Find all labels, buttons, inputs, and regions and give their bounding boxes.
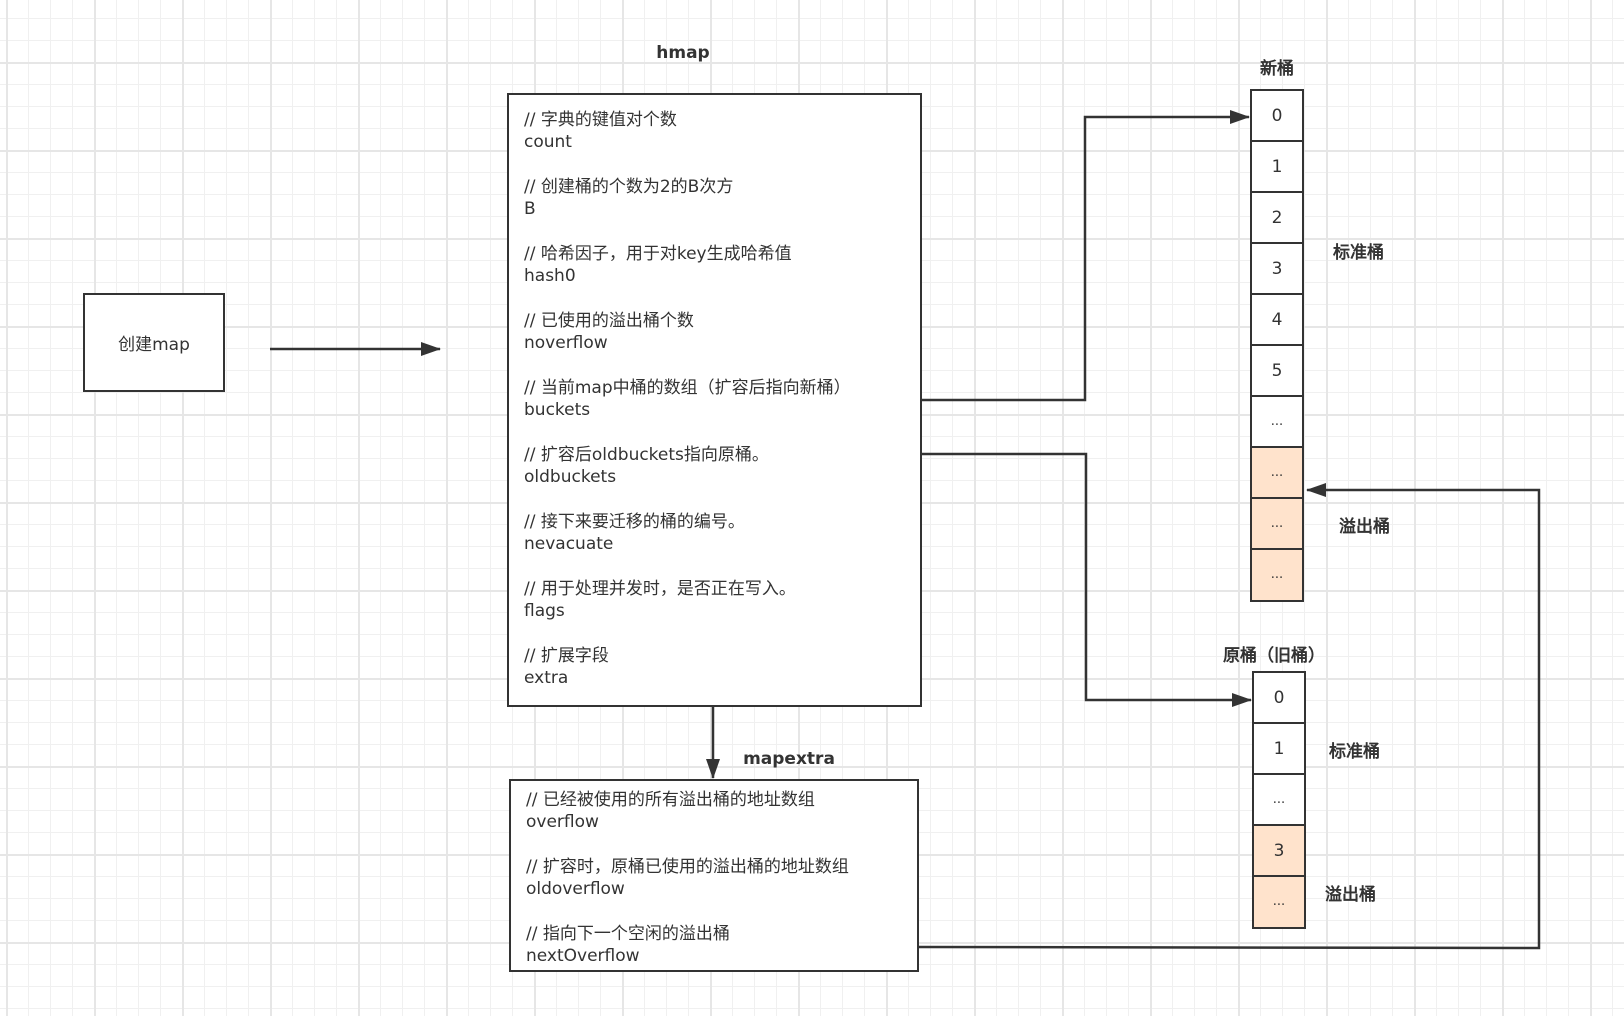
field-comment: // 指向下一个空闲的溢出桶	[526, 924, 730, 944]
new-standard-bucket-cell[interactable]: 3	[1250, 242, 1304, 296]
field-name: buckets	[524, 400, 591, 420]
oldbuckets-to-old-buckets-arrow	[921, 452, 1252, 707]
create-map-node[interactable]: 创建map	[83, 293, 225, 392]
field-comment: // 用于处理并发时，是否正在写入。	[524, 579, 796, 599]
field-flags: // 用于处理并发时，是否正在写入。flags	[524, 578, 920, 622]
new-buckets-title: 新桶	[1260, 59, 1294, 79]
new-overflow-bucket-cell[interactable]: ...	[1250, 446, 1304, 500]
field-comment: // 哈希因子，用于对key生成哈希值	[524, 244, 792, 264]
field-oldbuckets: // 扩容后oldbuckets指向原桶。oldbuckets	[524, 444, 920, 488]
field-comment: // 扩展字段	[524, 646, 609, 666]
mapextra-title: mapextra	[743, 749, 835, 769]
field-name: noverflow	[524, 333, 608, 353]
old-buckets-standard-label: 标准桶	[1329, 742, 1380, 762]
old-buckets-title: 原桶（旧桶）	[1223, 646, 1325, 666]
field-comment: // 扩容时，原桶已使用的溢出桶的地址数组	[526, 857, 849, 877]
field-comment: // 当前map中桶的数组（扩容后指向新桶）	[524, 378, 851, 398]
create-map-label: 创建map	[118, 335, 190, 355]
old-standard-bucket-cell[interactable]: 1	[1252, 722, 1306, 776]
old-standard-bucket-cell[interactable]: ...	[1252, 773, 1306, 827]
old-overflow-bucket-cell[interactable]: 3	[1252, 824, 1306, 878]
new-standard-bucket-cell[interactable]: ...	[1250, 395, 1304, 449]
new-buckets-standard-label: 标准桶	[1333, 243, 1384, 263]
field-name: oldbuckets	[524, 467, 617, 487]
field-name: B	[524, 199, 536, 219]
field-name: nextOverflow	[526, 946, 640, 966]
field-name: count	[524, 132, 572, 152]
field-name: nevacuate	[524, 534, 614, 554]
nextoverflow-to-overflow-bucket-arrow	[917, 483, 1541, 950]
old-standard-bucket-cell[interactable]: 0	[1252, 671, 1306, 725]
hmap-title: hmap	[656, 43, 710, 63]
field-comment: // 创建桶的个数为2的B次方	[524, 177, 734, 197]
new-standard-bucket-cell[interactable]: 1	[1250, 140, 1304, 194]
new-overflow-bucket-cell[interactable]: ...	[1250, 548, 1304, 602]
new-standard-bucket-cell[interactable]: 4	[1250, 293, 1304, 347]
new-buckets-overflow-label: 溢出桶	[1339, 517, 1390, 537]
new-standard-bucket-cell[interactable]: 0	[1250, 89, 1304, 143]
new-overflow-bucket-cell[interactable]: ...	[1250, 497, 1304, 551]
new-standard-bucket-cell[interactable]: 2	[1250, 191, 1304, 245]
field-comment: // 扩容后oldbuckets指向原桶。	[524, 445, 769, 465]
field-name: hash0	[524, 266, 576, 286]
field-name: extra	[524, 668, 569, 688]
field-name: overflow	[526, 812, 599, 832]
field-name: oldoverflow	[526, 879, 625, 899]
field-comment: // 已使用的溢出桶个数	[524, 311, 694, 331]
field-comment: // 字典的键值对个数	[524, 110, 677, 130]
field-comment: // 接下来要迁移的桶的编号。	[524, 512, 745, 532]
buckets-to-new-buckets-arrow	[921, 110, 1250, 402]
old-buckets-overflow-label: 溢出桶	[1325, 885, 1376, 905]
field-name: flags	[524, 601, 565, 621]
field-nevacuate: // 接下来要迁移的桶的编号。nevacuate	[524, 511, 920, 555]
field-buckets: // 当前map中桶的数组（扩容后指向新桶）buckets	[524, 377, 920, 421]
old-overflow-bucket-cell[interactable]: ...	[1252, 875, 1306, 929]
new-standard-bucket-cell[interactable]: 5	[1250, 344, 1304, 398]
field-comment: // 已经被使用的所有溢出桶的地址数组	[526, 790, 815, 810]
